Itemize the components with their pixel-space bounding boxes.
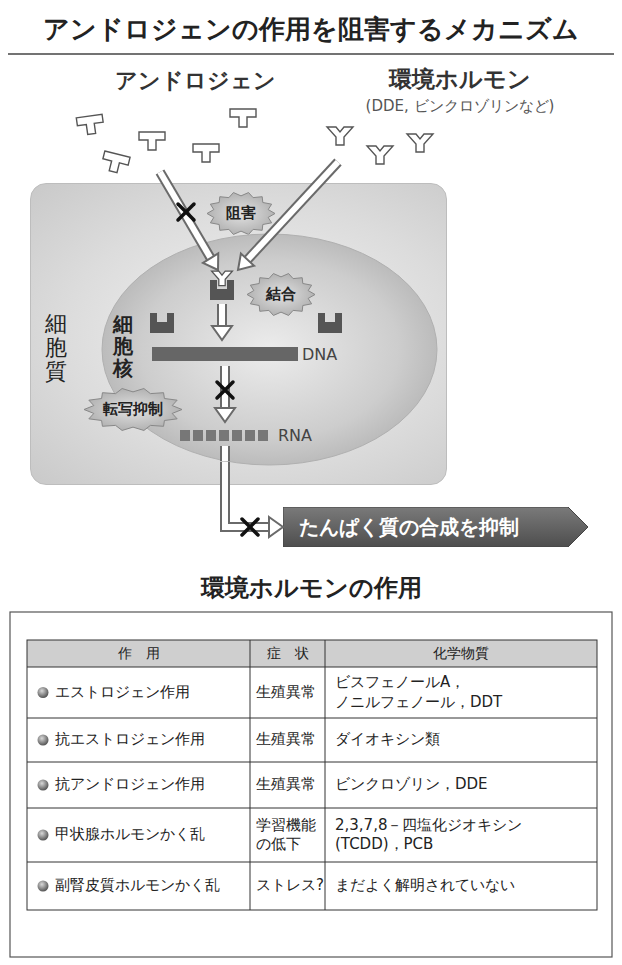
table-header-cell: 症 状 bbox=[267, 644, 309, 662]
table-cell: 抗エストロジェン作用 bbox=[55, 730, 205, 750]
table-header-ground bbox=[27, 640, 597, 667]
table-cell: 生殖異常 bbox=[256, 683, 316, 703]
table-cell: 副腎皮質ホルモンかく乱 bbox=[55, 876, 220, 896]
table-cell: 甲状腺ホルモンかく乱 bbox=[55, 825, 205, 845]
label-holder: ビスフェノールA， ノニルフェノール，DDT bbox=[325, 667, 597, 718]
label-holder: アンドロジェン bbox=[0, 66, 445, 96]
label-holder: DNA bbox=[302, 345, 337, 364]
label-holder: 甲状腺ホルモンかく乱 bbox=[27, 808, 250, 862]
label-holder: (DDE, ビンクロゾリンなど) bbox=[210, 96, 622, 116]
nucleus-label: 細胞核 bbox=[113, 313, 133, 379]
label-holder: 抗エストロジェン作用 bbox=[27, 718, 250, 762]
label-holder: 生殖異常 bbox=[250, 718, 325, 762]
label-holder: 作 用 bbox=[27, 640, 250, 667]
block-burst: 阻害 bbox=[206, 191, 276, 236]
section-frame bbox=[10, 612, 612, 957]
label-holder: ストレス? bbox=[250, 862, 325, 910]
table-cell: 生殖異常 bbox=[256, 730, 316, 750]
label-holder: 2,3,7,8－四塩化ジオキシン (TCDD)，PCB bbox=[325, 808, 597, 862]
table-cell: 2,3,7,8－四塩化ジオキシン (TCDD)，PCB bbox=[335, 816, 550, 855]
result-banner: たんぱく質の合成を抑制 bbox=[283, 507, 588, 547]
label-holder: 抗アンドロジェン作用 bbox=[27, 762, 250, 808]
region-label: 細胞質 bbox=[45, 312, 67, 385]
cytoplasm-region: 細胞質 阻害細胞核 結合転写抑制 bbox=[30, 183, 447, 485]
label-holder: 副腎皮質ホルモンかく乱 bbox=[27, 862, 250, 910]
label-holder: 学習機能 の低下 bbox=[250, 808, 325, 862]
cross-mark bbox=[242, 519, 258, 535]
row-bullets bbox=[38, 687, 49, 892]
label-holder: 症 状 bbox=[250, 640, 325, 667]
table-cell: ストレス? bbox=[256, 876, 324, 896]
bind-burst: 結合 bbox=[246, 272, 316, 317]
example-note: (DDE, ビンクロゾリンなど) bbox=[366, 97, 555, 116]
table-header-cell: 作 用 bbox=[118, 644, 160, 662]
molecule-heading: アンドロジェン bbox=[115, 66, 276, 96]
label-holder: 生殖異常 bbox=[250, 762, 325, 808]
table-cell: まだよく解明されていない bbox=[335, 876, 515, 896]
section-heading: 環境ホルモンの作用 bbox=[201, 572, 422, 604]
node-text-holder: 細胞質 bbox=[45, 312, 67, 385]
label-holder: エストロジェン作用 bbox=[27, 667, 250, 718]
label-holder: 化学物質 bbox=[325, 640, 597, 667]
label-holder: 生殖異常 bbox=[250, 667, 325, 718]
table-cell: ビスフェノールA， ノニルフェノール，DDT bbox=[335, 673, 593, 712]
table-cell: 生殖異常 bbox=[256, 775, 316, 795]
table-cell: ビンクロゾリン，DDE bbox=[335, 775, 488, 795]
table-cell: 学習機能 の低下 bbox=[256, 816, 321, 855]
strand-label: RNA bbox=[278, 426, 312, 445]
nucleus-outline bbox=[101, 233, 438, 466]
node-text-holder: 細胞核 bbox=[113, 313, 133, 379]
label-holder: RNA bbox=[278, 426, 312, 445]
diagram-title: アンドロジェンの作用を阻害するメカニズム bbox=[0, 12, 622, 47]
hormone-molecules bbox=[327, 127, 433, 164]
title-holder: アンドロジェンの作用を阻害するメカニズム bbox=[0, 12, 622, 47]
title-rule bbox=[8, 53, 614, 55]
table-cell: 抗アンドロジェン作用 bbox=[55, 775, 205, 795]
banner-label: たんぱく質の合成を抑制 bbox=[299, 514, 519, 541]
burst-label: 転写抑制 bbox=[103, 400, 163, 419]
label-holder: まだよく解明されていない bbox=[325, 862, 597, 910]
strand-label: DNA bbox=[302, 345, 337, 364]
burst-label: 阻害 bbox=[226, 204, 256, 223]
nucleus-ellipse: 細胞核 結合転写抑制 bbox=[101, 233, 438, 466]
suppress-burst: 転写抑制 bbox=[83, 387, 183, 432]
label-holder: 環境ホルモンの作用 bbox=[61, 572, 561, 604]
table-cell: エストロジェン作用 bbox=[55, 683, 190, 703]
burst-label: 結合 bbox=[266, 285, 296, 304]
label-holder: ダイオキシン類 bbox=[325, 718, 597, 762]
table-cell: ダイオキシン類 bbox=[335, 730, 440, 750]
table-header-cell: 化学物質 bbox=[433, 644, 489, 662]
molecule-heading: 環境ホルモン bbox=[389, 64, 531, 95]
table-grid bbox=[27, 640, 597, 910]
label-holder: ビンクロゾリン，DDE bbox=[325, 762, 597, 808]
androgen-molecules bbox=[76, 109, 256, 175]
